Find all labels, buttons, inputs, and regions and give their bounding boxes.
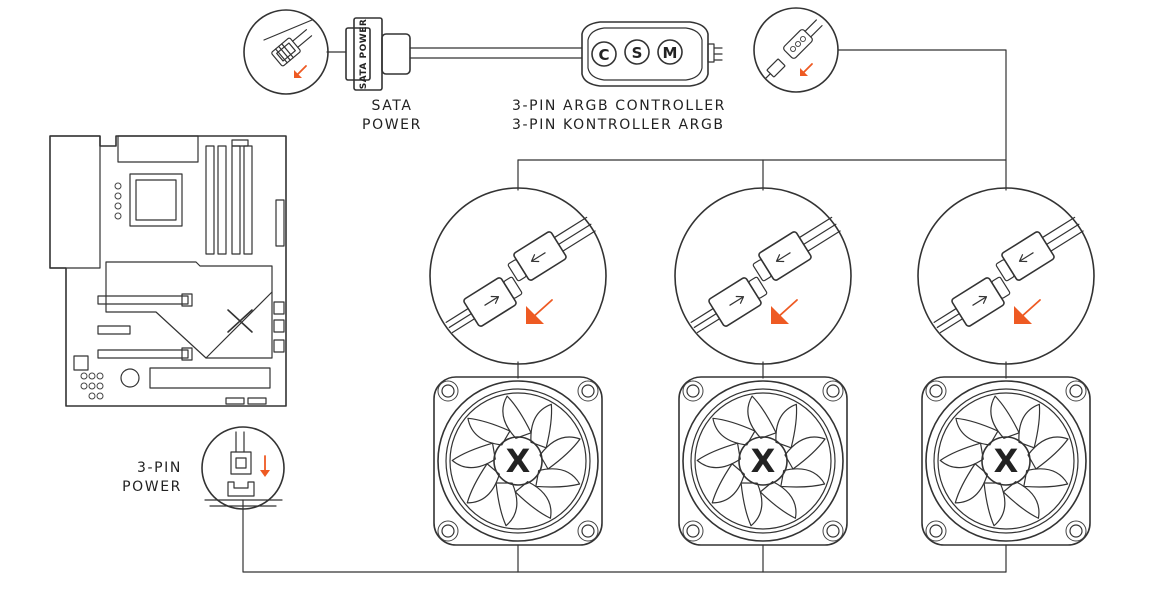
fan-logo: X [994, 442, 1019, 480]
controller-detail-circle [753, 7, 839, 93]
power-detail-circle [201, 426, 285, 510]
fan-connector-details [429, 187, 1095, 365]
sata-power-label-line1: SATA [371, 98, 413, 114]
controller-button-c: C [598, 46, 609, 64]
argb-controller-label-line2: 3-PIN KONTROLLER ARGB [512, 117, 725, 133]
fan-icon: X [433, 376, 603, 546]
three-pin-power-label: 3-PIN POWER [110, 459, 182, 497]
argb-controller-label-line1: 3-PIN ARGB CONTROLLER [512, 98, 727, 114]
fan-icon: X [678, 376, 848, 546]
fan-detail-circle [674, 187, 852, 365]
controller-button-m: M [663, 44, 678, 62]
fan-detail-circle [917, 187, 1095, 365]
three-pin-power-label-line1: 3-PIN [136, 460, 182, 476]
fan-logo: X [506, 442, 531, 480]
sata-connector-icon: SATA POWER [345, 17, 583, 91]
sata-connector-text: SATA POWER [359, 19, 369, 90]
argb-controller-icon: C S M [581, 21, 723, 87]
fan-icon: X [921, 376, 1091, 546]
argb-controller-label: 3-PIN ARGB CONTROLLER 3-PIN KONTROLLER A… [512, 97, 726, 135]
controller-button-s: S [632, 44, 643, 62]
fan-detail-circle [429, 187, 607, 365]
sata-power-label: SATA POWER [362, 97, 422, 135]
three-pin-power-label-line2: POWER [122, 479, 182, 495]
fan-logo: X [751, 442, 776, 480]
motherboard-icon [49, 135, 287, 407]
sata-detail-circle [243, 9, 329, 95]
sata-power-label-line2: POWER [362, 117, 422, 133]
